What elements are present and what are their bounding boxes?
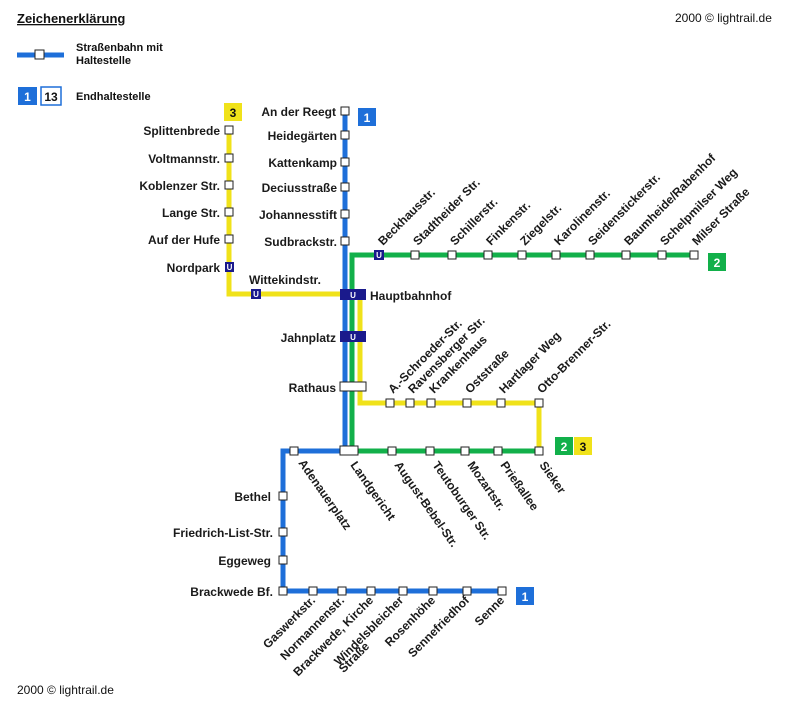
label-adenauerplatz: Adenauerplatz (296, 457, 355, 533)
line-2-route (349, 252, 694, 454)
label-rathaus: Rathaus (289, 381, 337, 395)
label-brackwede-bf: Brackwede Bf. (190, 585, 273, 599)
label-koblenzer-str: Koblenzer Str. (139, 179, 220, 193)
label-landgericht: Landgericht (348, 459, 399, 523)
stop-landgericht (339, 445, 359, 456)
line-3-badge-top (224, 103, 242, 121)
label-auf-der-hufe: Auf der Hufe (148, 233, 220, 247)
line-3-north-stops (224, 125, 234, 244)
line-1-south-stops (278, 446, 507, 596)
label-sennefriedhof: Sennefriedhof (405, 593, 473, 661)
label-otto-brenner-str: Otto-Brenner-Str. (534, 317, 613, 396)
underground-stations: U U U U U (225, 250, 384, 342)
line-2-east-stops (410, 250, 699, 260)
line-1-badge-top-label: 1 (364, 111, 371, 125)
label-sieker: Sieker (537, 459, 569, 497)
label-hauptbahnhof: Hauptbahnhof (370, 289, 452, 303)
legend-terminus-label: Endhaltestelle (76, 91, 151, 103)
svg-text:U: U (253, 290, 259, 299)
label-voltmannstr: Voltmannstr. (148, 152, 220, 166)
line-1-north-stops (340, 106, 350, 246)
label-jahnplatz: Jahnplatz (281, 331, 336, 345)
legend-tram-label-1: Straßenbahn mit (76, 42, 163, 54)
copyright-top: 2000 © lightrail.de (675, 11, 772, 25)
label-wittekindstr: Wittekindstr. (249, 273, 321, 287)
line-2-3-south-stops (387, 446, 544, 456)
label-bethel: Bethel (234, 490, 271, 504)
line-1-route (280, 111, 502, 594)
label-kattenkamp: Kattenkamp (268, 156, 337, 170)
label-eggeweg: Eggeweg (218, 554, 271, 568)
label-nordpark: Nordpark (167, 261, 221, 275)
svg-text:U: U (350, 291, 356, 300)
line-2-badge-junction-label: 2 (561, 440, 568, 454)
label-splittenbrede: Splittenbrede (143, 124, 220, 138)
svg-text:U: U (350, 333, 356, 342)
line-2-badge-junction (555, 437, 573, 455)
legend-stop (34, 49, 45, 60)
legend-terminus-badge-filled (18, 87, 37, 105)
label-deciusstrasse: Deciusstraße (262, 181, 338, 195)
legend-terminus-number-b: 13 (44, 90, 58, 104)
label-sudbrackstr: Sudbrackstr. (264, 235, 337, 249)
svg-text:U: U (227, 263, 233, 272)
legend-terminus-number-a: 1 (24, 90, 31, 104)
stop-rathaus (339, 381, 367, 392)
label-heidegaerten: Heidegärten (268, 129, 337, 143)
line-1-badge-bottom-label: 1 (522, 590, 529, 604)
line-1-badge-bottom (516, 587, 534, 605)
legend-terminus-badge-outline (40, 86, 62, 106)
line-3-badge-junction-label: 3 (580, 440, 587, 454)
label-lange-str: Lange Str. (162, 206, 220, 220)
legend-tram-label-2: Haltestelle (76, 55, 131, 67)
line-3-east-stops (385, 398, 544, 408)
legend-title: Zeichenerklärung (17, 11, 125, 26)
copyright-bottom: 2000 © lightrail.de (17, 683, 114, 697)
line-3-badge-top-label: 3 (230, 106, 237, 120)
label-friedrich-list-str: Friedrich-List-Str. (173, 526, 273, 540)
line-3-badge-junction (574, 437, 592, 455)
label-an-der-reegt: An der Reegt (261, 105, 336, 119)
svg-text:U: U (376, 251, 382, 260)
line-1-badge-top (358, 108, 376, 126)
label-senne: Senne (472, 593, 508, 629)
label-johannesstift: Johannesstift (259, 208, 337, 222)
line-2-badge-right (708, 253, 726, 271)
line-2-badge-right-label: 2 (714, 256, 721, 270)
